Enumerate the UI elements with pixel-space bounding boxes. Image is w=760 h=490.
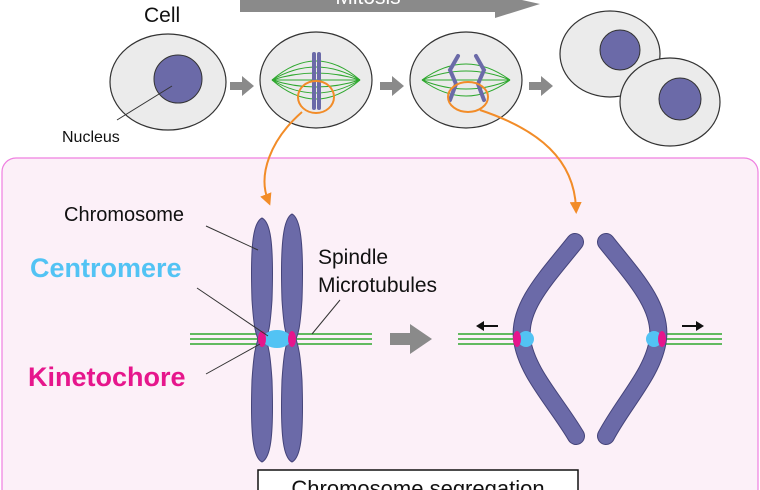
callout-arrow-right: [479, 109, 582, 214]
cell-anaphase: [409, 31, 523, 129]
spindle-right-left: [458, 333, 520, 345]
pull-arrow-right: [682, 321, 704, 331]
caption-label: Chromosome segregation: [291, 476, 544, 490]
anaphase-highlight: [447, 81, 489, 113]
centromere-sep-left: [518, 331, 534, 347]
centromere: [263, 330, 291, 348]
pull-arrow-left: [476, 321, 498, 331]
step-arrow-3: [529, 76, 553, 96]
kinetochore-label: Kinetochore: [28, 362, 186, 392]
step-arrow-1: [230, 76, 254, 96]
nucleus-pointer: [116, 85, 173, 121]
callout-arrow-left: [260, 111, 303, 206]
nucleus: [153, 54, 203, 104]
centromere-sep-right: [646, 331, 662, 347]
centromere-label: Centromere: [30, 253, 182, 283]
kinetochore-left: [258, 331, 266, 347]
daughter-cells: [559, 10, 721, 147]
mitosis-banner-arrow: Mitosis: [240, 0, 540, 18]
cell-interphase: [109, 33, 227, 131]
caption-box: [257, 469, 579, 490]
kinetochore-pointer: [205, 343, 261, 375]
mitosis-label: Mitosis: [335, 0, 400, 9]
chromosome-pointer: [205, 225, 259, 251]
centromere-pointer: [196, 287, 269, 337]
chromosome-left: [251, 213, 303, 463]
kinetochore-sep-left: [513, 331, 521, 347]
cell-label: Cell: [144, 4, 180, 27]
cell-metaphase: [259, 31, 373, 129]
spindle-label-line2: Microtubules: [318, 274, 437, 297]
nucleus-label: Nucleus: [62, 129, 120, 146]
chromosome-label: Chromosome: [64, 204, 184, 226]
kinetochore-sep-right: [658, 331, 666, 347]
metaphase-highlight: [297, 80, 335, 114]
spindle-pointer: [311, 299, 341, 335]
step-arrow-2: [380, 76, 404, 96]
transition-arrow: [390, 324, 432, 354]
spindle-label-line1: Spindle: [318, 246, 388, 269]
kinetochore-right: [288, 331, 296, 347]
